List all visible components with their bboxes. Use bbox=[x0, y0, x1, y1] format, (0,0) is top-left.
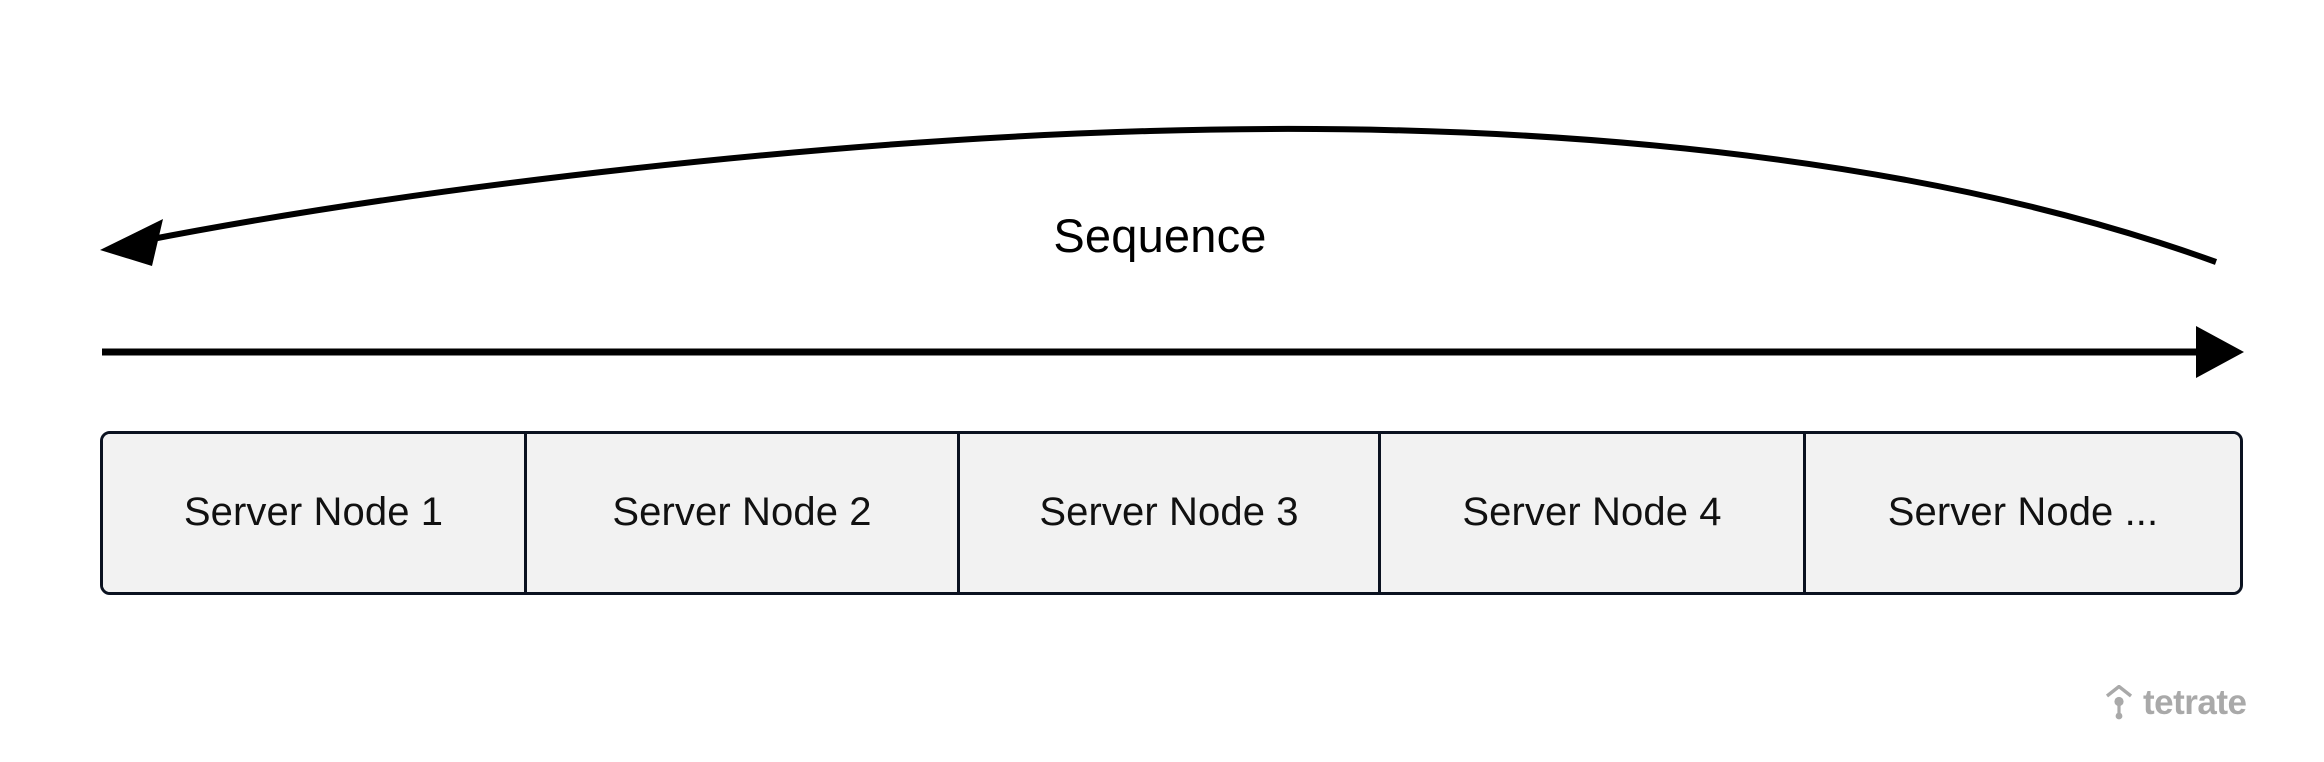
server-node-cell-5[interactable]: Server Node ... bbox=[1806, 434, 2240, 592]
tetrate-wordmark: tetrate bbox=[2143, 682, 2247, 722]
sequence-reverse-arrowhead-icon bbox=[100, 219, 163, 266]
server-node-label-3: Server Node 3 bbox=[1039, 489, 1299, 534]
server-node-cell-1[interactable]: Server Node 1 bbox=[103, 434, 527, 592]
sequence-label-text: Sequence bbox=[1053, 209, 1267, 262]
sequence-forward-arrow bbox=[102, 326, 2244, 378]
server-node-cell-3[interactable]: Server Node 3 bbox=[960, 434, 1381, 592]
server-node-label-2: Server Node 2 bbox=[612, 489, 872, 534]
sequence-reverse-arrow bbox=[100, 125, 2218, 266]
server-node-label-1: Server Node 1 bbox=[183, 489, 444, 534]
tetrate-pin-icon bbox=[2105, 685, 2133, 720]
sequence-reverse-arrow-line bbox=[141, 125, 2218, 265]
server-node-cell-2[interactable]: Server Node 2 bbox=[527, 434, 960, 592]
server-node-cell-4[interactable]: Server Node 4 bbox=[1381, 434, 1806, 592]
server-node-strip: Server Node 1 Server Node 2 Server Node … bbox=[100, 431, 2243, 595]
tetrate-logo: tetrate bbox=[2104, 682, 2247, 724]
sequence-forward-arrowhead-icon bbox=[2196, 326, 2244, 378]
sequence-label: Sequence bbox=[0, 208, 2324, 264]
server-node-label-5: Server Node ... bbox=[1887, 489, 2159, 534]
server-node-label-4: Server Node 4 bbox=[1462, 489, 1722, 534]
